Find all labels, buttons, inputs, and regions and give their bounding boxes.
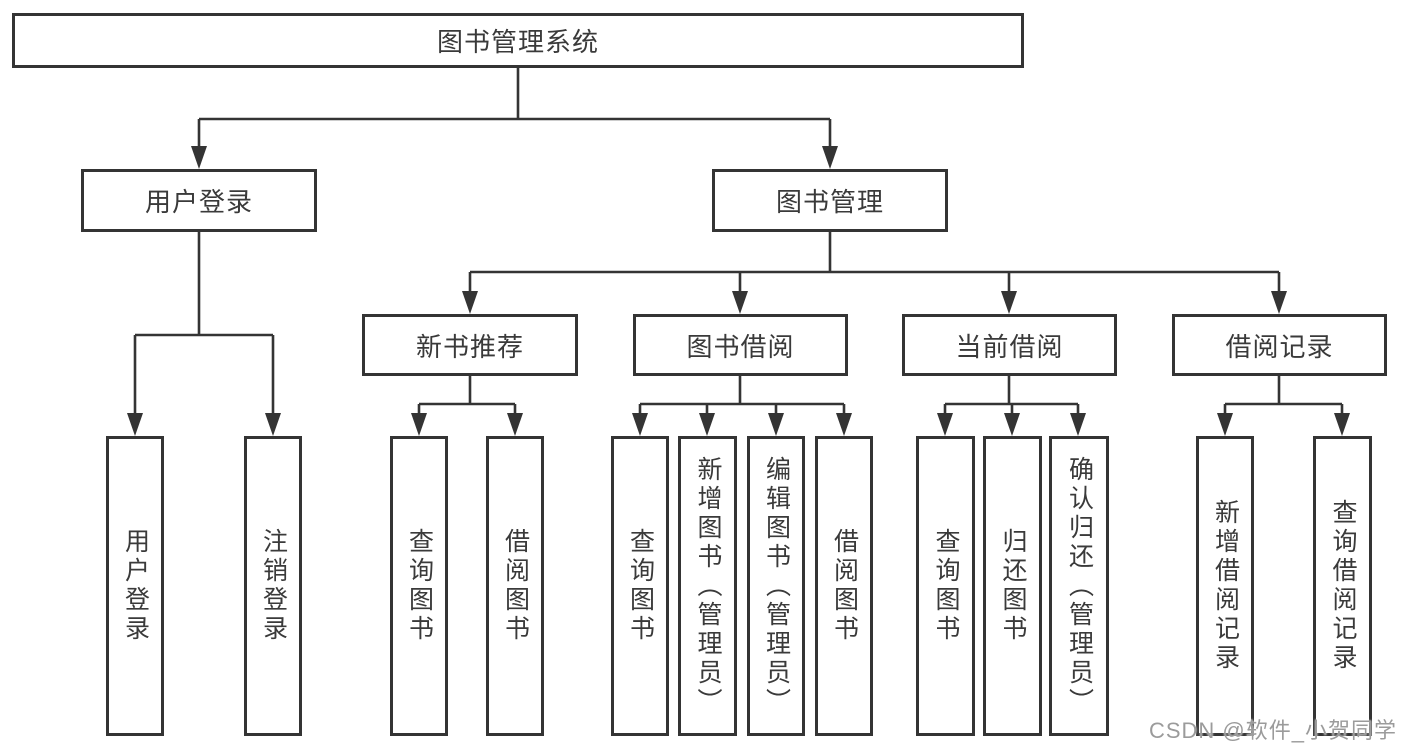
leaf-query-books-current: 查询图书 bbox=[916, 436, 975, 736]
leaf-user-login: 用户登录 bbox=[106, 436, 164, 736]
arrow-down-icon bbox=[836, 413, 852, 436]
arrow-down-icon bbox=[632, 413, 648, 436]
leaf-query-books-borrow: 查询图书 bbox=[611, 436, 669, 736]
leaf-return-book: 归还图书 bbox=[983, 436, 1042, 736]
leaf-add-borrow-record: 新增借阅记录 bbox=[1196, 436, 1254, 736]
leaf-borrow-books: 借阅图书 bbox=[815, 436, 873, 736]
arrow-down-icon bbox=[732, 291, 748, 314]
node-label: 查询图书 bbox=[932, 528, 960, 644]
node-label: 用户登录 bbox=[144, 187, 253, 217]
node-label: 注销登录 bbox=[259, 528, 288, 644]
arrow-down-icon bbox=[1271, 291, 1287, 314]
arrow-down-icon bbox=[411, 413, 427, 436]
leaf-edit-book-admin: 编辑图书（管理员） bbox=[747, 436, 805, 736]
arrow-down-icon bbox=[507, 413, 523, 436]
node-book-management: 图书管理 bbox=[712, 169, 948, 232]
node-label: 图书管理 bbox=[775, 187, 884, 217]
arrow-down-icon bbox=[1004, 413, 1020, 436]
node-label: 当前借阅 bbox=[955, 331, 1064, 362]
node-label: 借阅图书 bbox=[501, 528, 530, 644]
arrow-down-icon bbox=[1334, 413, 1350, 436]
node-label: 编辑图书（管理员） bbox=[762, 455, 791, 717]
leaf-query-borrow-record: 查询借阅记录 bbox=[1313, 436, 1372, 736]
connector-current-borrow-to-leaves bbox=[937, 373, 1086, 436]
leaf-confirm-return-admin: 确认归还（管理员） bbox=[1049, 436, 1109, 736]
node-user-login: 用户登录 bbox=[81, 169, 317, 232]
arrow-down-icon bbox=[127, 413, 143, 436]
connector-new-book-recommend-to-leaves bbox=[411, 373, 523, 436]
node-label: 借阅记录 bbox=[1225, 331, 1334, 362]
leaf-logout: 注销登录 bbox=[244, 436, 302, 736]
leaf-add-book-admin: 新增图书（管理员） bbox=[678, 436, 737, 736]
arrow-down-icon bbox=[937, 413, 953, 436]
connector-book-borrow-to-leaves bbox=[632, 373, 852, 436]
node-root: 图书管理系统 bbox=[12, 13, 1024, 68]
connector-root-to-level2 bbox=[191, 66, 838, 169]
node-label: 确认归还（管理员） bbox=[1065, 455, 1094, 717]
node-label: 用户登录 bbox=[121, 528, 150, 644]
node-label: 新增借阅记录 bbox=[1211, 499, 1240, 673]
arrow-down-icon bbox=[1070, 413, 1086, 436]
connector-book-management-to-level3 bbox=[462, 229, 1287, 314]
arrow-down-icon bbox=[462, 291, 478, 314]
node-book-borrow: 图书借阅 bbox=[633, 314, 848, 376]
arrow-down-icon bbox=[1217, 413, 1233, 436]
node-current-borrow: 当前借阅 bbox=[902, 314, 1117, 376]
leaf-borrow-books-recommend: 借阅图书 bbox=[486, 436, 544, 736]
arrow-down-icon bbox=[768, 413, 784, 436]
arrow-down-icon bbox=[699, 413, 715, 436]
node-label: 新增图书（管理员） bbox=[694, 455, 722, 717]
node-label: 查询借阅记录 bbox=[1329, 499, 1357, 673]
node-label: 归还图书 bbox=[999, 528, 1027, 644]
node-label: 查询图书 bbox=[626, 528, 655, 644]
leaf-query-books-recommend: 查询图书 bbox=[390, 436, 448, 736]
node-new-book-recommend: 新书推荐 bbox=[362, 314, 578, 376]
arrow-down-icon bbox=[265, 413, 281, 436]
node-label: 借阅图书 bbox=[830, 528, 859, 644]
node-label: 图书借阅 bbox=[686, 331, 795, 362]
node-label: 新书推荐 bbox=[415, 331, 524, 362]
node-label: 查询图书 bbox=[405, 528, 434, 644]
node-label: 图书管理系统 bbox=[436, 27, 599, 57]
node-borrow-records: 借阅记录 bbox=[1172, 314, 1387, 376]
arrow-down-icon bbox=[191, 146, 207, 169]
connector-borrow-records-to-leaves bbox=[1217, 373, 1350, 436]
connector-user-login-to-leaves bbox=[127, 229, 281, 436]
arrow-down-icon bbox=[1001, 291, 1017, 314]
arrow-down-icon bbox=[822, 146, 838, 169]
csdn-watermark: CSDN @软件_小贺同学 bbox=[1148, 718, 1397, 743]
